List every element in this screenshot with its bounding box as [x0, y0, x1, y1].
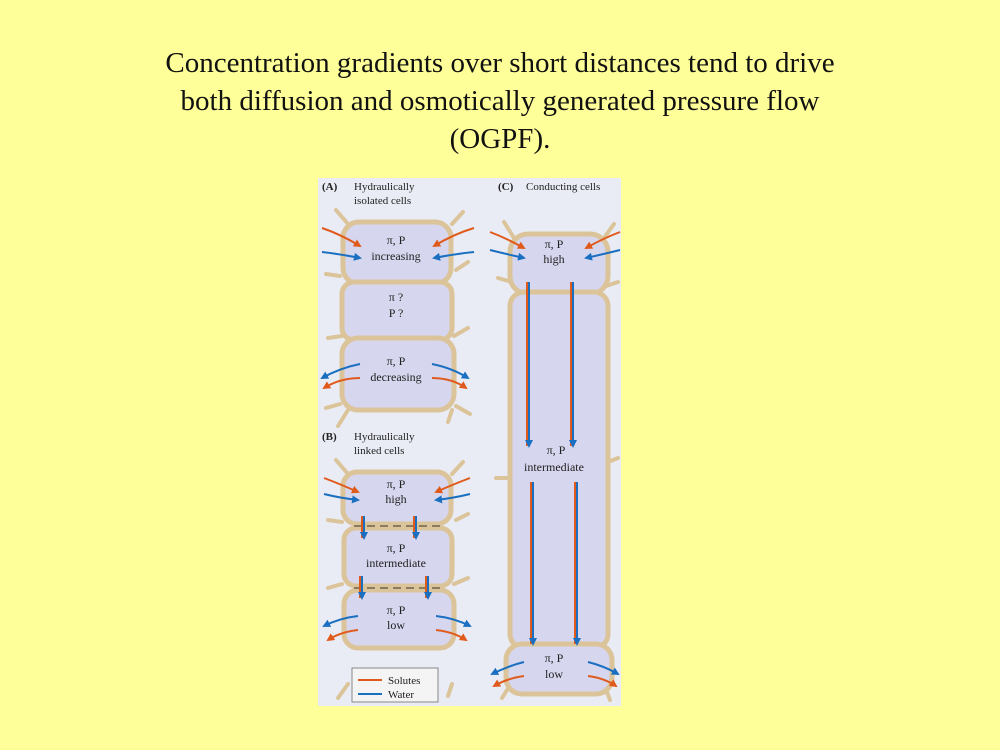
- panel-b-cell-2: [341, 525, 455, 589]
- panel-a-cell-1-label-2: increasing: [371, 249, 420, 263]
- panel-c-solute-arrow-out-right: [587, 675, 618, 688]
- panel-c-mid-label-2: intermediate: [524, 460, 584, 474]
- panel-b-cell-1-label-2: high: [385, 492, 406, 506]
- title-line-1: Concentration gradients over short dista…: [165, 47, 835, 79]
- osmotic-flow-figure: (A) Hydraulically isolated cells π, P in…: [318, 178, 621, 706]
- panel-c-water-arrow-out-left: [490, 661, 525, 675]
- panel-c-bottom-label-2: low: [545, 667, 563, 681]
- panel-c-top-label-1: π, P: [545, 237, 564, 251]
- panel-a-wall-stubs: [324, 208, 472, 428]
- panel-b-water-arrow-out-left: [322, 615, 359, 627]
- panel-b-heading-2: linked cells: [354, 445, 404, 457]
- panel-a-heading-1: Hydraulically: [354, 181, 415, 193]
- panel-c-water-arrow-out-right: [587, 661, 620, 675]
- panel-c-heading: Conducting cells: [526, 181, 600, 193]
- panel-a-cell-3: [339, 335, 457, 413]
- title-line-3: (OGPF).: [449, 123, 551, 155]
- panel-a-solute-arrow-in-right: [432, 227, 475, 248]
- panel-b-tag: (B): [322, 431, 337, 443]
- panel-a-cell-1-label-1: π, P: [387, 233, 406, 247]
- slide-title: Concentration gradients over short dista…: [80, 44, 920, 158]
- panel-c-solute-arrow-in-right: [584, 231, 621, 249]
- panel-b-heading-1: Hydraulically: [354, 431, 415, 443]
- figure-svg: (A) Hydraulically isolated cells π, P in…: [320, 181, 621, 703]
- panel-c-top-label-2: high: [543, 252, 564, 266]
- panel-a-cell-2-label-1: π ?: [389, 290, 403, 304]
- panel-c-solute-arrow-out-left: [492, 675, 525, 687]
- panel-b: (B) Hydraulically linked cells π, P high…: [322, 431, 472, 703]
- panel-a-cell-3-label-2: decreasing: [370, 370, 421, 384]
- panel-b-cell-1-label-1: π, P: [387, 477, 406, 491]
- panel-b-cell-2-label-2: intermediate: [366, 556, 426, 570]
- legend-box: [351, 667, 439, 703]
- title-line-2: both diffusion and osmotically generated…: [180, 85, 820, 117]
- panel-a: (A) Hydraulically isolated cells π, P in…: [320, 181, 475, 428]
- panel-c-wall-stubs: [494, 220, 620, 702]
- panel-a-tag: (A): [322, 181, 338, 193]
- panel-a-solute-arrow-in-left: [321, 227, 362, 248]
- panel-a-cell-3-label-1: π, P: [387, 354, 406, 368]
- panel-b-solute-arrow-out-left: [326, 629, 359, 642]
- panel-c-water-arrow-in-right: [584, 249, 621, 261]
- panel-a-water-arrow-in-right: [432, 251, 475, 261]
- panel-b-solute-arrow-out-right: [435, 629, 468, 642]
- panel-b-water-arrow-in-right: [434, 493, 471, 504]
- legend-water-label: Water: [388, 689, 414, 701]
- panel-a-solute-arrow-out-right: [431, 377, 468, 390]
- panel-c-solute-arrow-in-left: [489, 231, 526, 249]
- panel-a-water-arrow-out-right: [431, 363, 470, 380]
- panel-c-bottom-label-1: π, P: [545, 651, 564, 665]
- panel-b-water-arrow-out-right: [435, 615, 472, 627]
- panel-c-water-arrow-in-left: [489, 249, 526, 261]
- panel-b-water-arrow-in-left: [323, 493, 360, 504]
- panel-c-tag: (C): [498, 181, 514, 193]
- panel-b-cell-2-label-1: π, P: [387, 541, 406, 555]
- panel-b-solute-arrow-in-left: [323, 477, 360, 494]
- legend-solutes-label: Solutes: [388, 675, 420, 687]
- panel-c: (C) Conducting cells π, P high π, P inte…: [489, 181, 621, 702]
- panel-c-mid-label-1: π, P: [547, 443, 566, 457]
- panel-b-cell-3-label-1: π, P: [387, 603, 406, 617]
- panel-a-cell-2-label-2: P ?: [389, 306, 404, 320]
- panel-a-water-arrow-in-left: [321, 251, 362, 261]
- panel-b-solute-arrow-in-right: [434, 477, 471, 494]
- panel-a-heading-2: isolated cells: [354, 195, 411, 207]
- panel-a-water-arrow-out-left: [320, 363, 361, 379]
- panel-a-solute-arrow-out-left: [322, 377, 361, 390]
- panel-b-cell-3-label-2: low: [387, 618, 405, 632]
- panel-b-wall-stubs: [326, 458, 470, 700]
